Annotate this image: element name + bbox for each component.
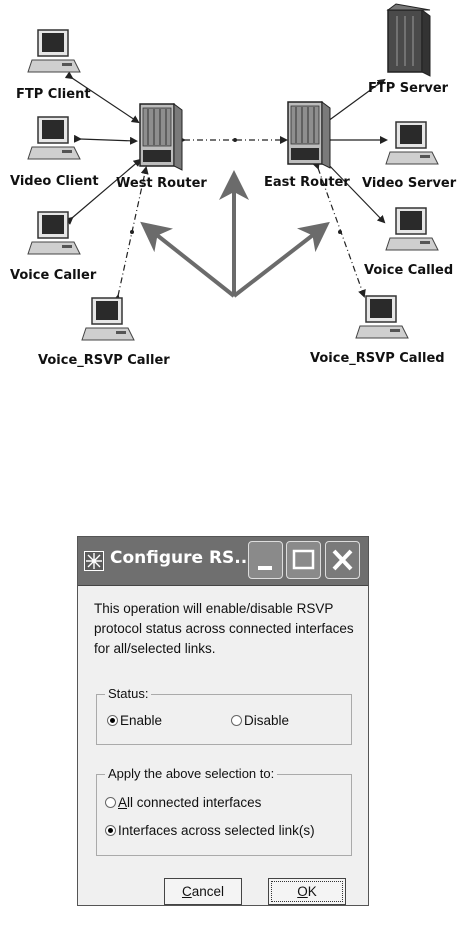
ok-mnemonic: O (297, 884, 308, 899)
enable-radio-indicator (107, 715, 118, 726)
selected-links-radio-indicator (105, 825, 116, 836)
label-video-server: Video Server (362, 176, 457, 191)
all-connected-label: ll connected interfaces (127, 795, 262, 810)
apply-groupbox: Apply the above selection to: All connec… (96, 766, 352, 856)
voice-caller-pc-icon (27, 211, 81, 255)
maximize-icon (292, 549, 315, 570)
label-west-router: West Router (116, 176, 207, 191)
close-button[interactable] (325, 541, 360, 579)
maximize-button[interactable] (286, 541, 321, 579)
ftp-client-pc-icon (27, 29, 81, 73)
enable-label: Enable (120, 713, 163, 728)
label-video-client: Video Client (10, 174, 99, 189)
cancel-button[interactable]: Cancel (164, 878, 242, 905)
minimize-button[interactable] (248, 541, 283, 579)
dialog-titlebar[interactable]: Configure RS... (78, 537, 368, 586)
enable-radio[interactable]: Enable (107, 713, 162, 728)
label-ftp-client: FTP Client (16, 87, 91, 102)
label-voice-rsvp-called: Voice_RSVP Called (310, 351, 445, 366)
label-voice-rsvp-caller: Voice_RSVP Caller (38, 353, 170, 368)
video-client-pc-icon (27, 116, 81, 160)
apply-legend: Apply the above selection to: (105, 766, 278, 781)
disable-radio-indicator (231, 715, 242, 726)
voice-called-pc-icon (385, 207, 439, 251)
all-connected-mnemonic: A (118, 795, 128, 810)
label-ftp-server: FTP Server (368, 81, 449, 96)
video-server-pc-icon (385, 121, 439, 165)
status-groupbox: Status: Enable Disable (96, 686, 352, 745)
disable-label: Disable (244, 713, 290, 728)
dialog-message: This operation will enable/disable RSVP … (94, 601, 354, 656)
ok-button[interactable]: OK (268, 878, 346, 905)
network-diagram: FTP Client Video Client Voice Caller Voi… (10, 3, 457, 368)
east-router-icon (287, 101, 331, 169)
cancel-label: ancel (191, 884, 225, 899)
label-east-router: East Router (264, 175, 350, 190)
all-connected-radio[interactable]: All connected interfaces (105, 795, 261, 810)
minimize-icon (258, 566, 272, 570)
selected-links-radio[interactable]: Interfaces across selected link(s) (105, 823, 315, 838)
dialog-title: Configure RS... (110, 548, 254, 568)
voice-rsvp-caller-pc-icon (81, 297, 135, 341)
disable-radio[interactable]: Disable (231, 713, 289, 728)
voice-rsvp-called-pc-icon (355, 295, 409, 339)
cancel-mnemonic: C (181, 884, 192, 899)
label-voice-caller: Voice Caller (10, 268, 97, 283)
ok-label: K (307, 884, 317, 899)
status-legend: Status: (105, 686, 152, 701)
app-star-icon (84, 551, 104, 571)
close-icon (332, 549, 353, 571)
all-connected-radio-indicator (105, 797, 116, 808)
label-voice-called: Voice Called (364, 263, 453, 278)
ftp-server-icon (386, 3, 431, 77)
selected-links-label: Interfaces across selected link(s) (118, 823, 315, 838)
configure-rsvp-dialog: Configure RS... This operation will enab… (77, 536, 369, 906)
west-router-icon (139, 103, 183, 171)
